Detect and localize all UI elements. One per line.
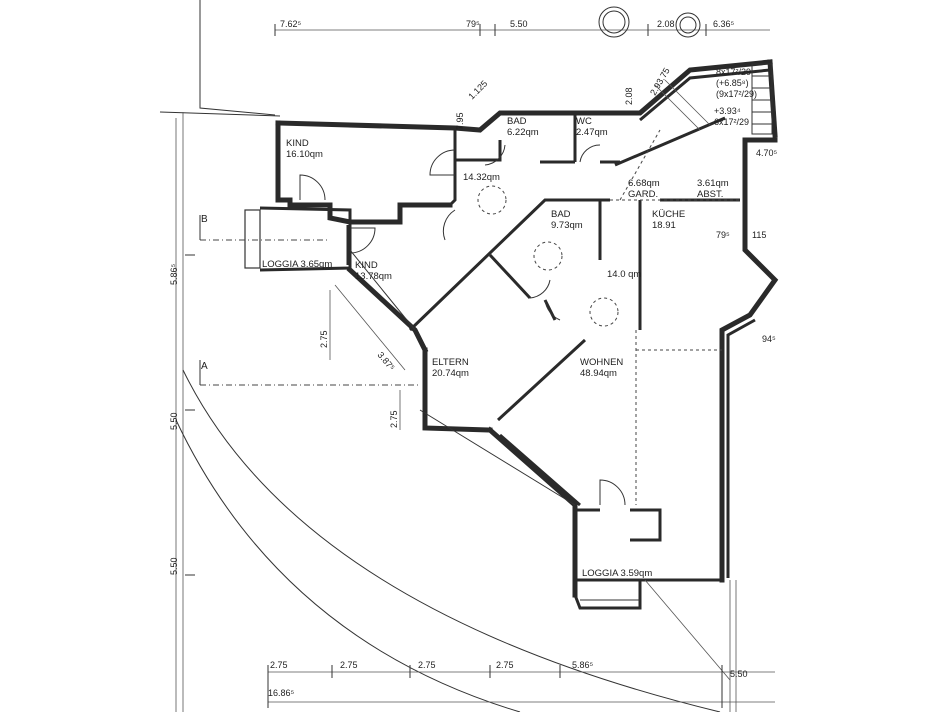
door-kind1 — [299, 174, 326, 201]
dim-bot-275a: 2.75 — [270, 660, 288, 670]
site-boundary — [159, 0, 737, 712]
dim-right-795: 79⁵ — [716, 230, 730, 240]
stair-label-5: 6x17²/29 — [714, 117, 749, 127]
dim-top-550: 5.50 — [510, 19, 528, 29]
door-bad1 — [484, 144, 506, 166]
dim-bot-550: 5.50 — [730, 669, 748, 679]
room-eltern-name: ELTERN — [432, 357, 469, 368]
inner-walls — [346, 113, 740, 542]
dim-v-795: 7.95 — [455, 112, 465, 130]
room-loggia1-label: LOGGIA 3.65qm — [262, 259, 332, 270]
stair-label-2: (+6.85⁸) — [716, 78, 749, 88]
bottom-dimension-chain: 2.75 2.75 2.75 2.75 5.86⁵ 5.50 16.86⁵ — [267, 660, 775, 708]
room-kind1-name: KIND — [286, 138, 309, 149]
room-wohnen-name: WOHNEN — [580, 357, 623, 368]
dim-bot-275d: 2.75 — [496, 660, 514, 670]
dim-top-7625: 7.62⁵ — [280, 19, 302, 29]
dim-right-4705: 4.70⁵ — [756, 148, 778, 158]
door-flur-left — [429, 149, 456, 176]
top-dimension-chain: 7.62⁵ 79⁵ 5.50 2.08 6.36⁵ — [274, 6, 770, 38]
dim-bot-275b: 2.75 — [340, 660, 358, 670]
room-gard-area: 6.68qm — [628, 178, 660, 189]
staircase: 8x17²/29 (+6.85⁸) (9x17²/29) +3.93⁴ 6x17… — [714, 63, 773, 135]
room-flur-area: 14.32qm — [463, 172, 500, 183]
dim-mid-275a: 2.75 — [319, 330, 329, 348]
room-diele-area: 14.0 qm — [607, 269, 641, 280]
section-markers: B A — [199, 214, 420, 386]
dim-right-115: 115 — [752, 230, 766, 240]
dim-mid-275b: 2.75 — [389, 410, 399, 428]
dim-left-5865: 5.86⁵ — [169, 263, 179, 285]
dim-top-6365: 6.36⁵ — [713, 19, 735, 29]
room-kind2-area: 13.78qm — [355, 271, 392, 282]
door-kind2 — [349, 227, 376, 254]
dim-top-795: 79⁵ — [466, 19, 480, 29]
ceiling-lights — [477, 185, 619, 327]
dim-left-550b: 5.50 — [169, 557, 179, 575]
room-eltern-area: 20.74qm — [432, 368, 469, 379]
room-abst-area: 3.61qm — [697, 178, 729, 189]
room-wc-name: WC — [576, 116, 592, 127]
room-kueche-area: 18.91 — [652, 220, 676, 231]
dim-v-208: 2.08 — [624, 87, 634, 105]
door-bad2 — [529, 279, 551, 299]
stair-label-1: 8x17²/29 — [716, 67, 751, 77]
room-kind1-area: 16.10qm — [286, 149, 323, 160]
door-loggia2 — [599, 479, 626, 506]
room-bad2-area: 9.73qm — [551, 220, 583, 231]
room-wohnen-area: 48.94qm — [580, 368, 617, 379]
dim-bot-total: 16.86⁵ — [268, 688, 295, 698]
room-abst-name: ABST. — [697, 189, 723, 200]
room-bad2-name: BAD — [551, 209, 571, 220]
dim-left-550a: 5.50 — [169, 412, 179, 430]
section-marker-b: B — [201, 214, 208, 225]
room-labels: KIND 16.10qm BAD 6.22qm WC 2.47qm 14.32q… — [262, 116, 729, 579]
side-dimensions: 5.86⁵ 5.50 5.50 2.75 2.75 3.87⁵ 7.95 1.1… — [169, 66, 778, 576]
dim-diag-3875: 3.87⁵ — [375, 350, 396, 373]
room-kind2-name: KIND — [355, 260, 378, 271]
dim-top-208: 2.08 — [657, 19, 675, 29]
section-marker-a: A — [201, 361, 208, 372]
room-gard-name: GARD. — [628, 189, 658, 200]
room-kueche-name: KÜCHE — [652, 209, 685, 220]
door-flur-lower — [442, 209, 456, 241]
door-swings — [299, 144, 626, 506]
door-wc — [579, 144, 601, 163]
dim-v-1125: 1.125 — [466, 78, 489, 101]
overhead-lines — [610, 79, 740, 681]
room-wc-area: 2.47qm — [576, 127, 608, 138]
door-wohnen — [544, 299, 561, 321]
room-bad1-area: 6.22qm — [507, 127, 539, 138]
room-loggia2-label: LOGGIA 3.59qm — [582, 568, 652, 579]
stair-label-3: (9x17²/29) — [716, 89, 757, 99]
dim-bot-275c: 2.75 — [418, 660, 436, 670]
dim-diag-29375: 2.93.75 — [648, 66, 672, 97]
dim-bot-5865: 5.86⁵ — [572, 660, 594, 670]
room-bad1-name: BAD — [507, 116, 527, 127]
dim-right-945: 94⁵ — [762, 334, 776, 344]
stair-label-4: +3.93⁴ — [714, 106, 741, 116]
